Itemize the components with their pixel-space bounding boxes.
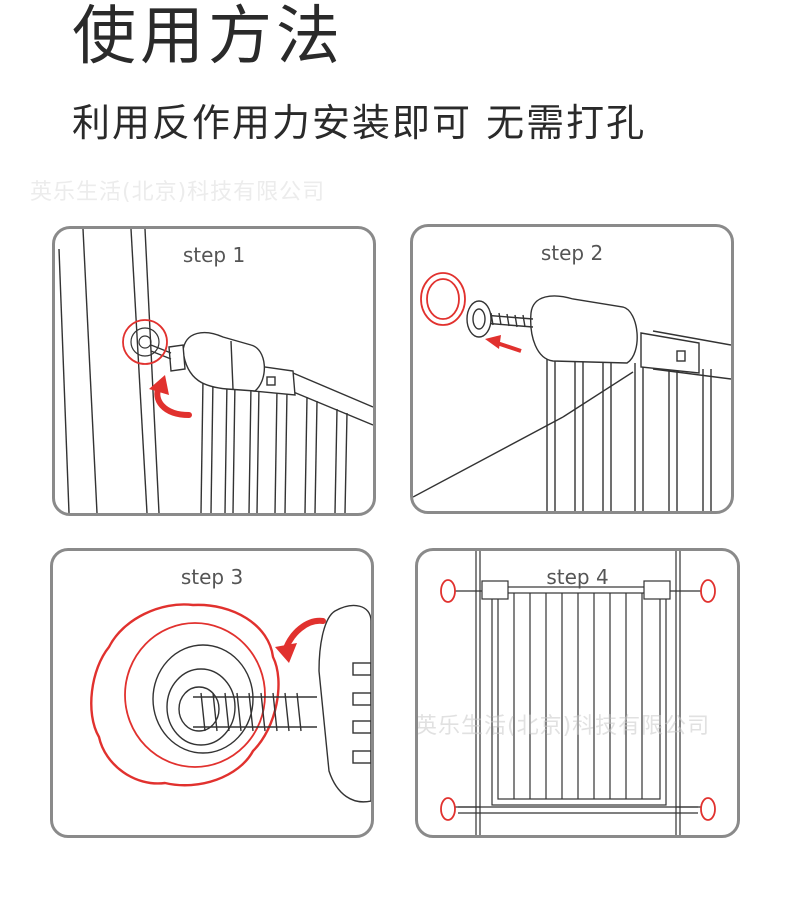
step-2-label: step 2 [540,241,604,265]
step-1-illustration [58,229,373,513]
step-3-illustration [90,603,371,803]
step-2-illustration [413,272,731,511]
step-1-label: step 1 [182,243,246,267]
step-3-panel: step 3 [50,548,374,838]
panel-watermark: 英乐生活(北京)科技有限公司 [415,714,711,739]
company-watermark: 英乐生活(北京)科技有限公司 [30,180,326,205]
page-title: 使用方法 [72,0,344,74]
page-subtitle: 利用反作用力安装即可 无需打孔 [72,101,647,145]
step-1-panel: step 1 [52,226,376,516]
step-4-panel: step 4 [415,548,740,838]
step-4-illustration [440,551,716,835]
step-2-panel: step 2 [410,224,734,514]
step-3-label: step 3 [180,565,244,589]
step-4-label: step 4 [546,565,609,589]
